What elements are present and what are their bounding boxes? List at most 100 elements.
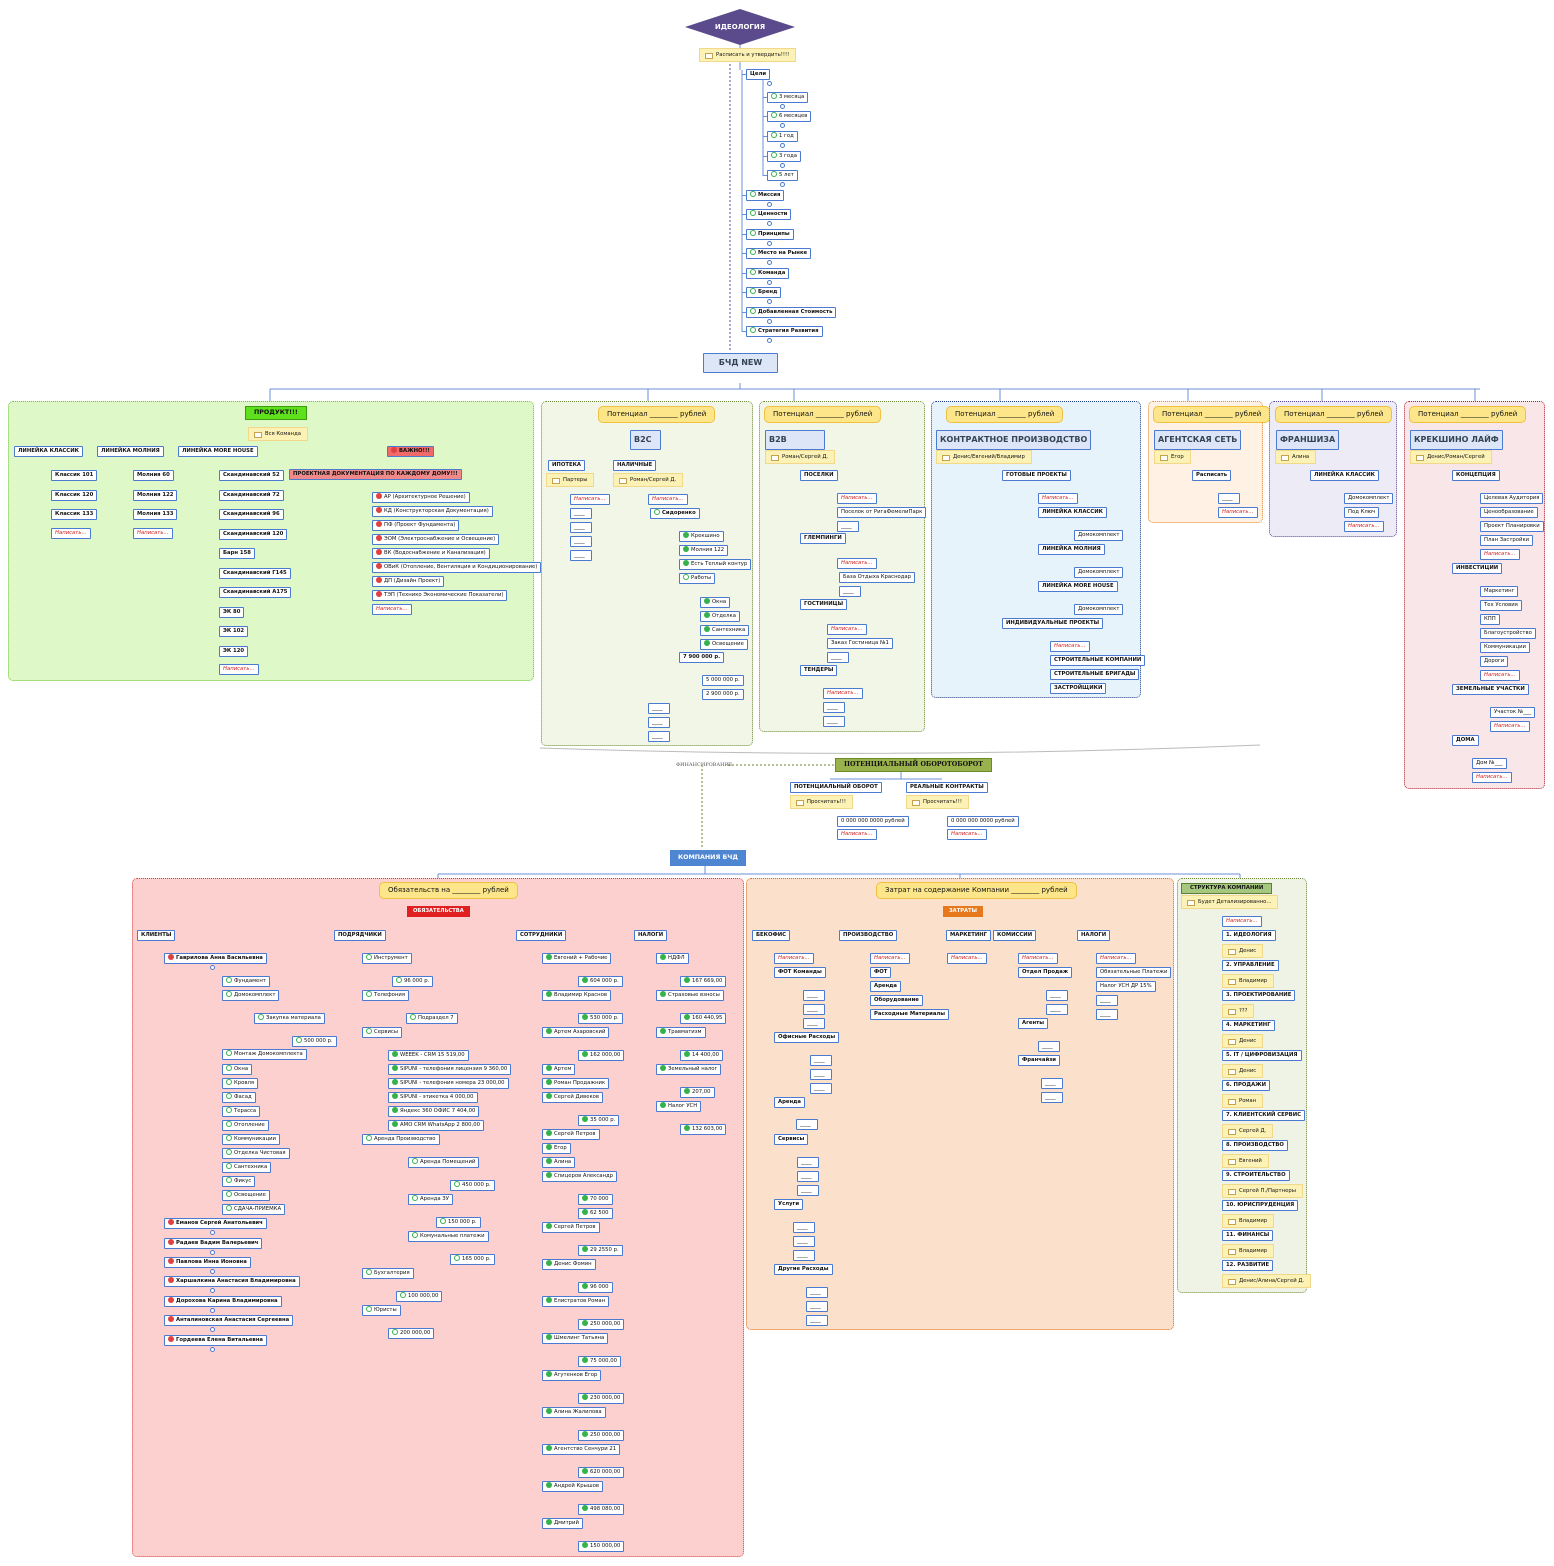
blank-node[interactable]: ____ [570,508,592,519]
client-task[interactable]: Терасса [222,1106,261,1117]
blank-node[interactable]: ____ [648,717,670,728]
department-node[interactable]: 8. ПРОИЗВОДСТВО [1222,1140,1288,1151]
write-placeholder[interactable]: Написать... [823,688,863,699]
client-task[interactable]: Монтаж Домокомплекта [222,1049,307,1060]
blank-node[interactable]: ____ [803,990,825,1001]
backoffice-item[interactable]: Офисные Расходы [774,1032,840,1043]
expand-dot[interactable] [210,1308,215,1313]
staff-item[interactable]: Елистратов Роман [542,1296,610,1307]
work-item[interactable]: Отделка [700,611,741,622]
work-item[interactable]: Сантехника [700,625,750,636]
tax-item[interactable]: 207,00 [680,1087,715,1098]
staff-item[interactable]: Агентство Сенчури 21 [542,1444,621,1455]
more-house-model[interactable]: Скандинавский 96 [219,509,284,520]
write-placeholder[interactable]: Написать... [827,624,867,635]
contractor-item[interactable]: Яндекс 360 ОФИС 7 404,00 [388,1106,480,1117]
expand-dot[interactable] [767,338,772,343]
tax-item[interactable]: Земельный налог [656,1064,722,1075]
product-title[interactable]: ПРОДУКТ!!! [245,406,307,420]
expand-dot[interactable] [210,1250,215,1255]
houses-node[interactable]: ДОМА [1452,735,1479,746]
staff-item[interactable]: Сергей Петров [542,1129,600,1140]
production-item[interactable]: Оборудование [870,995,923,1006]
department-node[interactable]: 3. ПРОЕКТИРОВАНИЕ [1222,990,1296,1001]
blank-node[interactable]: ____ [793,1222,815,1233]
write-placeholder[interactable]: Написать... [1096,953,1136,964]
blank-node[interactable]: ____ [793,1250,815,1261]
staff-item[interactable]: 150 000,00 [578,1541,625,1552]
contract-line[interactable]: ЛИНЕЙКА МОЛНИЯ [1038,544,1105,555]
work-item[interactable]: Освещение [700,639,748,650]
invest-item[interactable]: Дороги [1480,656,1509,667]
tax-item[interactable]: НДФЛ [656,953,689,964]
expand-dot[interactable] [780,163,785,168]
staff-item[interactable]: Артем Азаровский [542,1027,610,1038]
contractor-item[interactable]: Инструмент [362,953,412,964]
domokomplekt[interactable]: Домокомплект [1074,567,1124,578]
write-placeholder[interactable]: Написать... [1038,493,1078,504]
expand-dot[interactable] [780,182,785,187]
classic-model[interactable]: Классик 120 [51,489,98,501]
tax-item[interactable]: 167 669,00 [680,976,727,987]
client-task[interactable]: Фасад [222,1092,256,1103]
backoffice-item[interactable]: Другие Расходы [774,1264,833,1275]
sidorenko-item[interactable]: Работы [679,573,716,584]
staff-item[interactable]: Андрей Крышов [542,1481,604,1492]
blank-node[interactable]: ____ [1096,995,1118,1006]
backoffice-item[interactable]: ФОТ Команды [774,967,826,978]
blank-node[interactable]: ____ [797,1157,819,1168]
blank-node[interactable]: ____ [806,1301,828,1312]
backoffice-item[interactable]: Аренда [774,1097,805,1108]
write-placeholder[interactable]: Написать... [1472,772,1512,783]
staff-item[interactable]: Агутенков Егор [542,1370,602,1381]
write-placeholder[interactable]: Написать... [1222,916,1262,927]
staff-item[interactable]: 250 000,00 [578,1430,625,1441]
classic-model[interactable]: Классик 133 [51,509,98,520]
expand-dot[interactable] [210,1269,215,1274]
staff-item[interactable]: 250 000,00 [578,1319,625,1330]
client-node[interactable]: Харшалкина Анастасия Владимировна [164,1276,300,1287]
more-house-model[interactable]: ЭК 102 [219,626,249,637]
write-placeholder[interactable]: Написать... [570,494,610,505]
blank-node[interactable]: ____ [823,702,845,713]
blank-node[interactable]: ____ [1096,1009,1118,1020]
doc-item[interactable]: ДП (Дизайн Проект) [372,576,445,587]
expand-dot[interactable] [767,241,772,246]
department-node[interactable]: 7. КЛИЕНТСКИЙ СЕРВИС [1222,1110,1306,1121]
write-placeholder[interactable]: Написать... [1218,507,1258,518]
blank-node[interactable]: ____ [806,1315,828,1326]
land-item[interactable]: Участок №___ [1490,707,1536,718]
blank-node[interactable]: ____ [810,1083,832,1094]
expand-dot[interactable] [210,1230,215,1235]
doc-item[interactable]: ВК (Водоснабжение и Канализация) [372,548,490,559]
client-task[interactable]: Кровля [222,1078,259,1089]
client-task[interactable]: Домокомплект [222,990,280,1001]
cost-column[interactable]: МАРКЕТИНГ [946,930,992,941]
b2b-item[interactable]: Заказ Гостиница №1 [827,638,893,649]
contractor-item[interactable]: 450 000 р. [450,1180,495,1191]
doc-item[interactable]: КД (Конструкторская Документация) [372,506,493,517]
concept-item[interactable]: Целевая Аудитория [1480,493,1544,504]
invest-item[interactable]: Благоустройство [1480,628,1536,639]
real-contracts[interactable]: РЕАЛЬНЫЕ КОНТРАКТЫ [906,782,988,793]
blank-node[interactable]: ____ [1046,990,1068,1001]
contractor-item[interactable]: Подраздел 7 [406,1013,458,1024]
fran-item[interactable]: Под Ключ [1344,507,1380,518]
ready-projects[interactable]: ГОТОВЫЕ ПРОЕКТЫ [1002,470,1071,481]
turnover-sum[interactable]: 0 000 000 0000 рублей [837,816,909,827]
write-placeholder[interactable]: Написать... [133,528,173,539]
ideology-item[interactable]: Цели [746,69,771,80]
potential-turnover[interactable]: ПОТЕНЦИАЛЬНЫЙ ОБОРОТ [790,782,882,793]
blank-node[interactable]: ____ [1046,1004,1068,1015]
write-placeholder[interactable]: Написать... [837,558,877,569]
tax-item[interactable]: Травматизм [656,1027,706,1038]
client-task[interactable]: Сантехника [222,1162,272,1173]
staff-item[interactable]: 498 080,00 [578,1504,625,1515]
write-placeholder[interactable]: Написать... [1344,521,1384,532]
classic-model[interactable]: Классик 101 [51,470,98,481]
staff-item[interactable]: Егор [542,1143,571,1154]
blank-node[interactable]: ____ [806,1287,828,1298]
contractor-item[interactable]: SIPUNI - телефония лицензия 9 360,00 [388,1064,512,1075]
contractor-item[interactable]: Юристы [362,1305,401,1316]
house-item[interactable]: Дом №___ [1472,758,1507,769]
